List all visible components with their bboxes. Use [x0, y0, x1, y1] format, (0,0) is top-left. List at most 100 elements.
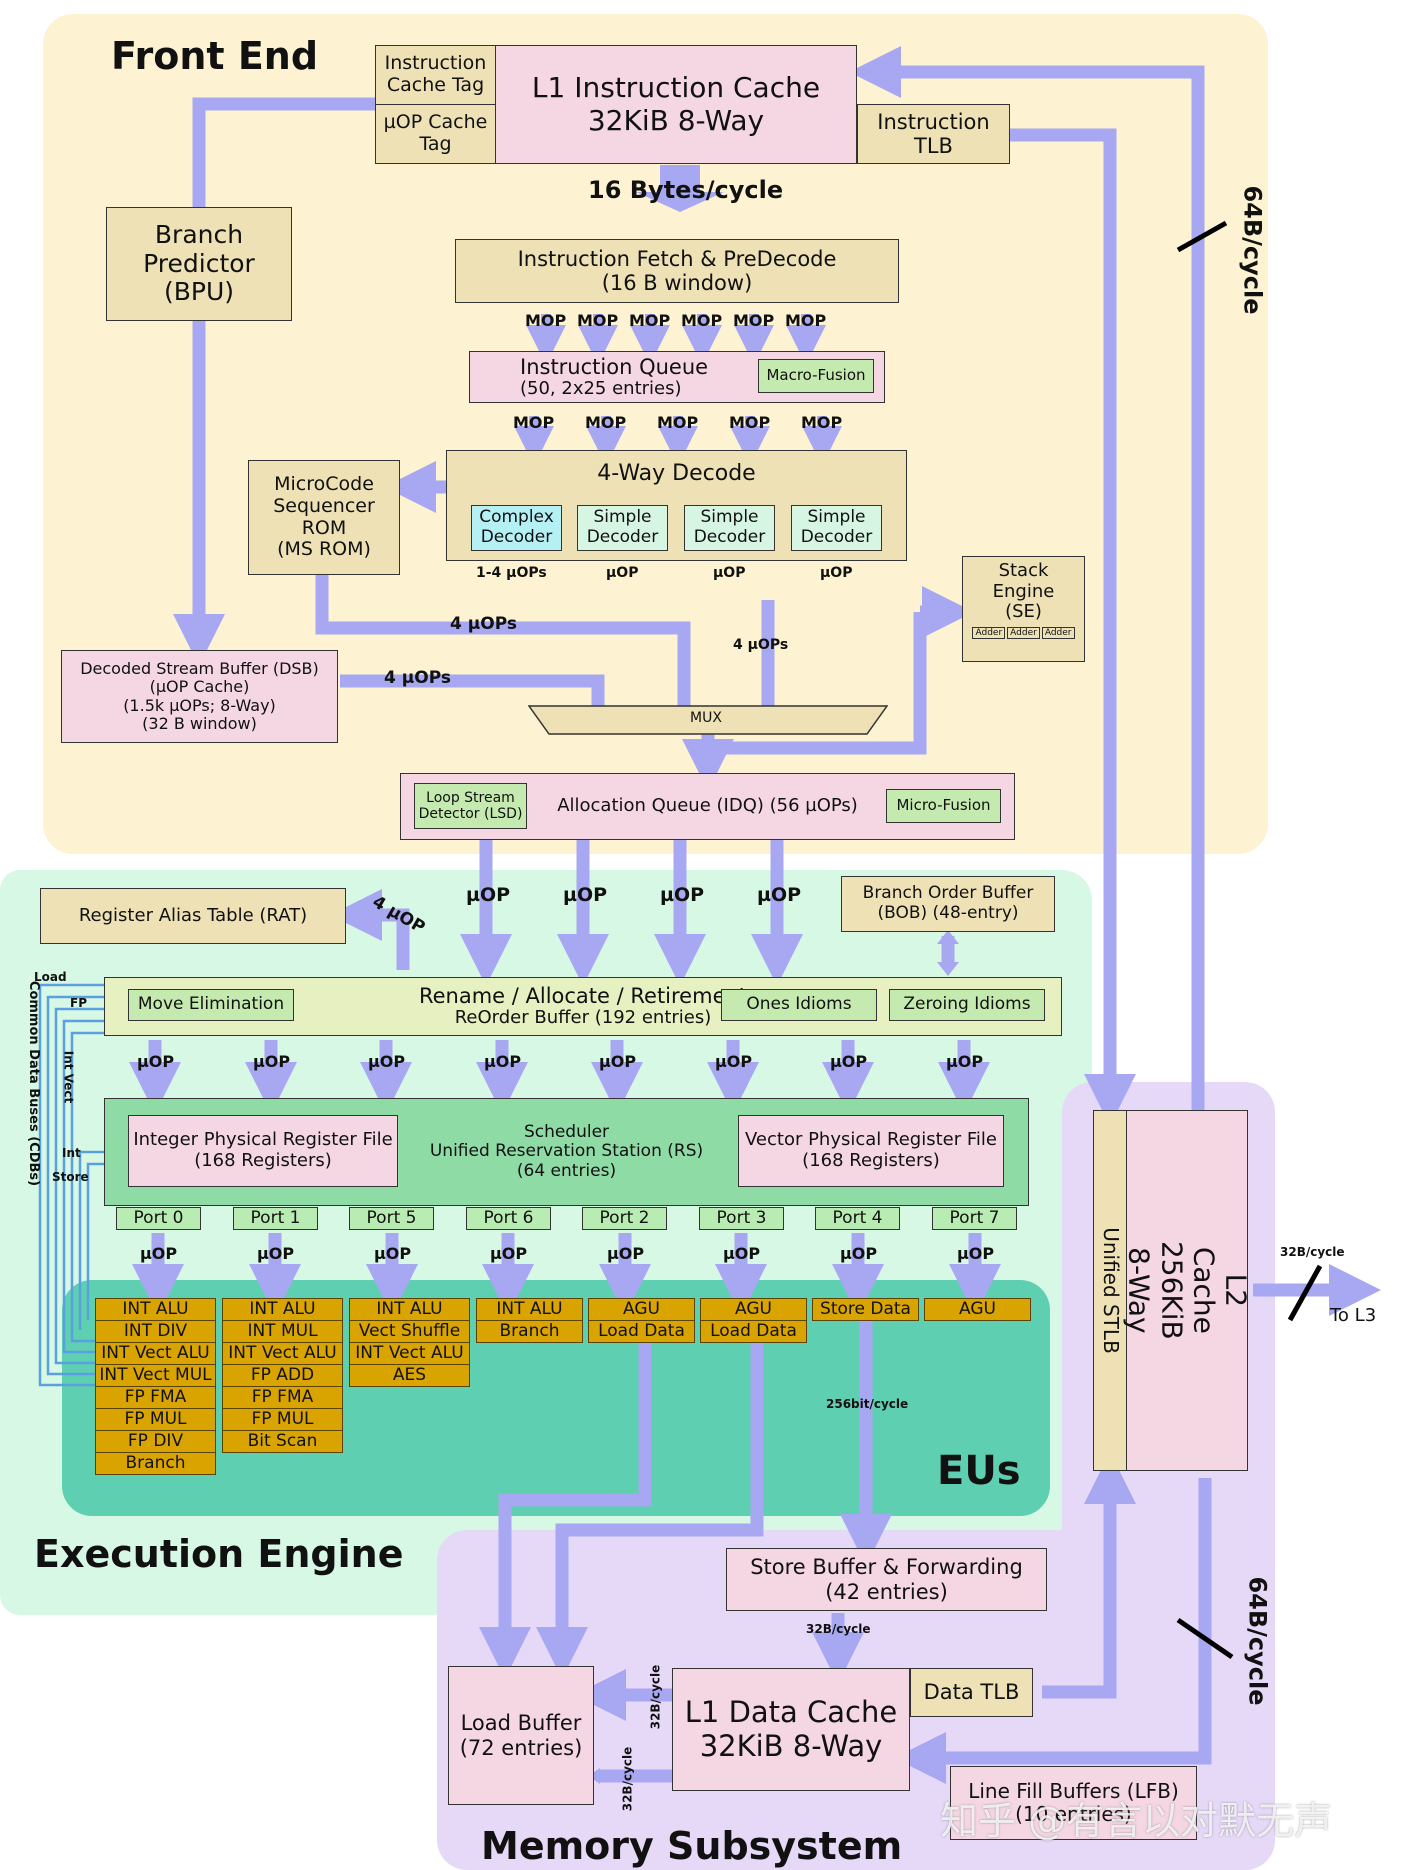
rob-uop-label: µOP	[368, 1052, 406, 1071]
execution-unit: FP FMA	[222, 1386, 343, 1409]
loop-stream-detector: Loop Stream Detector (LSD)	[414, 783, 527, 829]
mop-label: MOP	[577, 311, 619, 330]
mop-label: MOP	[785, 311, 827, 330]
mop-label: MOP	[657, 413, 699, 432]
l3-rate-label: 32B/cycle	[1280, 1245, 1345, 1259]
store-data-rate-label: 256bit/cycle	[826, 1397, 909, 1411]
execution-unit: FP ADD	[222, 1364, 343, 1387]
port-5: Port 5	[349, 1207, 434, 1230]
execution-unit: INT ALU	[476, 1298, 583, 1321]
uop-label: µOP	[606, 565, 639, 581]
port-uop-label: µOP	[140, 1244, 178, 1263]
branch-predictor: Branch Predictor (BPU)	[106, 207, 292, 321]
to-l3-label: To L3	[1330, 1305, 1377, 1326]
port-7: Port 7	[932, 1207, 1017, 1230]
dsb-uops-label: 4 µOPs	[384, 668, 451, 688]
port-6: Port 6	[466, 1207, 551, 1230]
port-uop-label: µOP	[607, 1244, 645, 1263]
mop-label: MOP	[681, 311, 723, 330]
adder: Adder	[972, 627, 1006, 640]
simple-decoder-1: Simple Decoder	[577, 505, 668, 551]
decoder-uops-label: 4 µOPs	[733, 637, 789, 653]
stack-engine: Stack Engine (SE) Adder Adder Adder	[962, 556, 1085, 662]
uop-label: µOP	[713, 565, 746, 581]
rob-uop-label: µOP	[715, 1052, 753, 1071]
cdb-fp-label: FP	[70, 996, 87, 1010]
mop-label: MOP	[729, 413, 771, 432]
uop-label: µOP	[820, 565, 853, 581]
instruction-queue-entries: (50, 2x25 entries)	[520, 377, 682, 399]
decoded-stream-buffer: Decoded Stream Buffer (DSB) (µOP Cache) …	[61, 650, 338, 743]
allocation-queue-label: Allocation Queue (IDQ) (56 µOPs)	[557, 795, 858, 817]
l2-cache: L2 Cache 256KiB 8-Way	[1123, 1110, 1252, 1471]
execution-unit: FP FMA	[95, 1386, 216, 1409]
instruction-cache-tag: Instruction Cache Tag	[375, 45, 496, 105]
complex-decoder: Complex Decoder	[471, 505, 562, 551]
mop-label: MOP	[525, 311, 567, 330]
idq-uop-label: µOP	[660, 884, 705, 906]
execution-unit: AES	[349, 1364, 470, 1387]
idq-uop-label: µOP	[757, 884, 802, 906]
execution-unit: Bit Scan	[222, 1430, 343, 1453]
idq-uop-label: µOP	[466, 884, 511, 906]
zeroing-idioms: Zeroing Idioms	[889, 989, 1045, 1021]
integer-physical-register-file: Integer Physical Register File (168 Regi…	[128, 1115, 398, 1187]
micro-fusion: Micro-Fusion	[886, 789, 1001, 823]
store-buffer-rate-label: 32B/cycle	[806, 1622, 871, 1636]
execution-unit: INT ALU	[349, 1298, 470, 1321]
load-buffer: Load Buffer (72 entries)	[448, 1666, 594, 1805]
ones-idioms: Ones Idioms	[721, 989, 877, 1021]
rob-uop-label: µOP	[830, 1052, 868, 1071]
port-uop-label: µOP	[257, 1244, 295, 1263]
adder: Adder	[1041, 627, 1075, 640]
stack-engine-label: Stack Engine (SE)	[992, 560, 1055, 623]
front-end-title: Front End	[111, 34, 319, 78]
cdb-int-label: Int	[62, 1146, 81, 1160]
vector-physical-register-file: Vector Physical Register File (168 Regis…	[738, 1115, 1004, 1187]
unified-stlb-label: Unified STLB	[1098, 1227, 1123, 1354]
port-3: Port 3	[699, 1207, 784, 1230]
mop-label: MOP	[585, 413, 627, 432]
rob-uop-label: µOP	[253, 1052, 291, 1071]
msrom-uops-label: 4 µOPs	[450, 614, 517, 634]
register-alias-table: Register Alias Table (RAT)	[40, 888, 346, 944]
branch-order-buffer: Branch Order Buffer (BOB) (48-entry)	[841, 876, 1055, 932]
eus-title: EUs	[937, 1448, 1021, 1494]
execution-unit: AGU	[700, 1298, 807, 1321]
port-uop-label: µOP	[723, 1244, 761, 1263]
execution-unit: Vect Shuffle	[349, 1320, 470, 1343]
rob-uop-label: µOP	[484, 1052, 522, 1071]
execution-unit: INT Vect ALU	[95, 1342, 216, 1365]
execution-unit: INT DIV	[95, 1320, 216, 1343]
port-uop-label: µOP	[957, 1244, 995, 1263]
rob-uop-label: µOP	[946, 1052, 984, 1071]
data-tlb: Data TLB	[910, 1668, 1033, 1717]
rename-title: Rename / Allocate / Retirement	[418, 984, 748, 1009]
eu-port-4: Store Data	[812, 1298, 919, 1321]
load-buffer-rate-label: 32B/cycle	[620, 1746, 635, 1812]
idq-uop-label: µOP	[563, 884, 608, 906]
macro-fusion: Macro-Fusion	[758, 359, 874, 393]
port-1: Port 1	[233, 1207, 318, 1230]
execution-unit: INT Vect MUL	[95, 1364, 216, 1387]
l2-cache-label: L2 Cache 256KiB 8-Way	[1122, 1241, 1253, 1340]
instruction-queue-title: Instruction Queue	[520, 354, 709, 379]
execution-unit: Branch	[476, 1320, 583, 1343]
microcode-sequencer-rom: MicroCode Sequencer ROM (MS ROM)	[248, 460, 400, 575]
port-uop-label: µOP	[374, 1244, 412, 1263]
reorder-buffer: ReOrder Buffer (192 entries)	[454, 1007, 712, 1029]
stack-engine-adders: Adder Adder Adder	[972, 627, 1075, 640]
execution-unit: Load Data	[588, 1320, 695, 1343]
simple-decoder-2: Simple Decoder	[684, 505, 775, 551]
execution-unit: INT Vect ALU	[222, 1342, 343, 1365]
memory-subsystem-title: Memory Subsystem	[481, 1824, 903, 1868]
simple-decoder-3: Simple Decoder	[791, 505, 882, 551]
move-elimination: Move Elimination	[128, 989, 294, 1021]
mop-label: MOP	[801, 413, 843, 432]
